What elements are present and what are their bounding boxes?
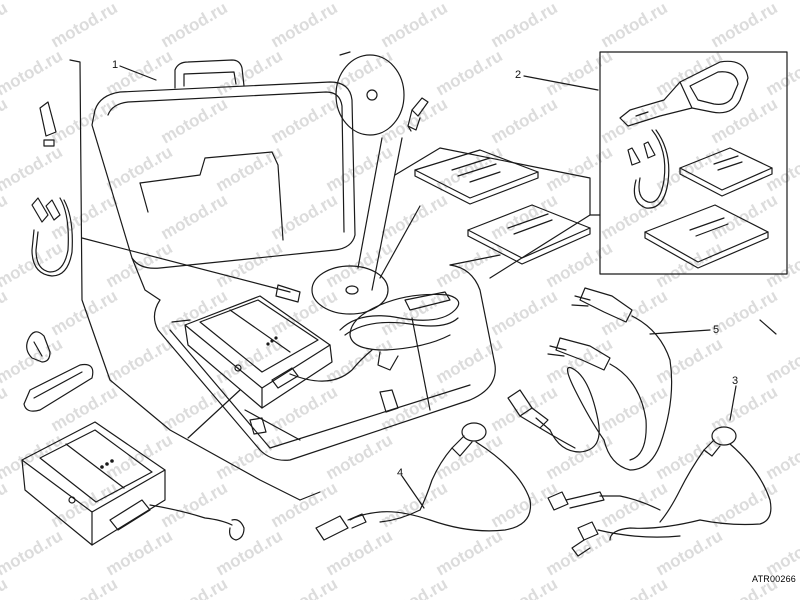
watermark-text: motod.ru: [0, 334, 66, 387]
watermark-text: motod.ru: [488, 0, 561, 51]
watermark-text: motod.ru: [0, 46, 66, 99]
watermark-text: motod.ru: [48, 286, 121, 339]
watermark-text: motod.ru: [598, 190, 671, 243]
watermark-text: motod.ru: [0, 574, 11, 600]
watermark-text: motod.ru: [0, 430, 66, 483]
watermark-text: motod.ru: [653, 46, 726, 99]
watermark-text: motod.ru: [0, 94, 11, 147]
watermark-text: motod.ru: [543, 238, 616, 291]
watermark-text: motod.ru: [378, 94, 451, 147]
watermark-text: motod.ru: [0, 286, 11, 339]
watermark-text: motod.ru: [268, 0, 341, 51]
watermark-text: motod.ru: [653, 334, 726, 387]
callout-5: 5: [713, 324, 719, 336]
watermark-text: motod.ru: [763, 238, 800, 291]
watermark-text: motod.ru: [158, 190, 231, 243]
watermark-text: motod.ru: [708, 94, 781, 147]
watermark-text: motod.ru: [158, 286, 231, 339]
callout-4: 4: [397, 467, 403, 479]
watermark-text: motod.ru: [763, 46, 800, 99]
watermark-text: motod.ru: [213, 238, 286, 291]
watermark-text: motod.ru: [708, 0, 781, 51]
watermark-text: motod.ru: [323, 46, 396, 99]
watermark-text: motod.ru: [488, 94, 561, 147]
callout-2: 2: [515, 69, 521, 81]
watermark-text: motod.ru: [598, 0, 671, 51]
watermark-text: motod.ru: [763, 334, 800, 387]
watermark-text: motod.ru: [48, 0, 121, 51]
watermark-text: motod.ru: [598, 574, 671, 600]
watermark-text: motod.ru: [433, 334, 506, 387]
watermark-text: motod.ru: [48, 574, 121, 600]
watermark-text: motod.ru: [213, 526, 286, 579]
watermark-text: motod.ru: [48, 478, 121, 531]
accessory-box-2: [600, 52, 787, 274]
watermark-text: motod.ru: [708, 190, 781, 243]
watermark-text: motod.ru: [598, 286, 671, 339]
watermark-text: motod.ru: [598, 478, 671, 531]
watermark-text: motod.ru: [0, 190, 11, 243]
watermark-text: motod.ru: [488, 382, 561, 435]
watermark-text: motod.ru: [0, 526, 66, 579]
watermark-text: motod.ru: [0, 0, 11, 51]
watermark-text: motod.ru: [213, 430, 286, 483]
watermark-text: motod.ru: [543, 334, 616, 387]
watermark-text: motod.ru: [158, 0, 231, 51]
watermark-text: motod.ru: [598, 382, 671, 435]
callout-1: 1: [112, 59, 118, 71]
figure-reference-code: ATR00266: [752, 574, 796, 584]
case-usb-plug: [276, 285, 300, 302]
watermark-text: motod.ru: [323, 142, 396, 195]
watermark-text: motod.ru: [763, 142, 800, 195]
watermark-text: motod.ru: [268, 478, 341, 531]
watermark-text: motod.ru: [543, 142, 616, 195]
watermark-text: motod.ru: [488, 286, 561, 339]
watermark-text: motod.ru: [433, 238, 506, 291]
watermark-text: motod.ru: [653, 430, 726, 483]
watermark-text: motod.ru: [0, 0, 66, 3]
case-leader-lines: [82, 138, 430, 438]
watermark-text: motod.ru: [213, 142, 286, 195]
watermark-text: motod.ru: [158, 478, 231, 531]
watermark-text: motod.ru: [433, 430, 506, 483]
watermark-text: motod.ru: [0, 478, 11, 531]
watermark-text: motod.ru: [323, 526, 396, 579]
watermark-text: motod.ru: [653, 142, 726, 195]
watermark-text: motod.ru: [763, 430, 800, 483]
watermark-text: motod.ru: [158, 94, 231, 147]
watermark-text: motod.ru: [268, 94, 341, 147]
watermark-text: motod.ru: [598, 94, 671, 147]
watermark-text: motod.ru: [268, 190, 341, 243]
watermark-text: motod.ru: [378, 0, 451, 51]
watermark-text: motod.ru: [103, 526, 176, 579]
watermark-text: motod.ru: [48, 94, 121, 147]
watermark-text: motod.ru: [543, 526, 616, 579]
watermark-text: motod.ru: [488, 190, 561, 243]
usb-dongle-left: [40, 102, 56, 146]
watermark-text: motod.ru: [323, 430, 396, 483]
watermark-text: motod.ru: [378, 574, 451, 600]
watermark-text: motod.ru: [488, 574, 561, 600]
watermark-text: motod.ru: [0, 142, 66, 195]
watermark-text: motod.ru: [433, 526, 506, 579]
watermark-text: motod.ru: [268, 382, 341, 435]
watermark-text: motod.ru: [543, 46, 616, 99]
callout-3: 3: [732, 375, 738, 387]
watermark-text: motod.ru: [543, 430, 616, 483]
watermark-text: motod.ru: [653, 238, 726, 291]
watermark-text: motod.ru: [0, 382, 11, 435]
watermark-text: motod.ru: [103, 142, 176, 195]
watermark-text: motod.ru: [653, 526, 726, 579]
watermark-text: motod.ru: [268, 574, 341, 600]
watermark-text: motod.ru: [158, 574, 231, 600]
watermark-text: motod.ru: [103, 334, 176, 387]
watermark-text: motod.ru: [763, 526, 800, 579]
watermark-text: motod.ru: [433, 46, 506, 99]
watermark-text: motod.ru: [433, 142, 506, 195]
